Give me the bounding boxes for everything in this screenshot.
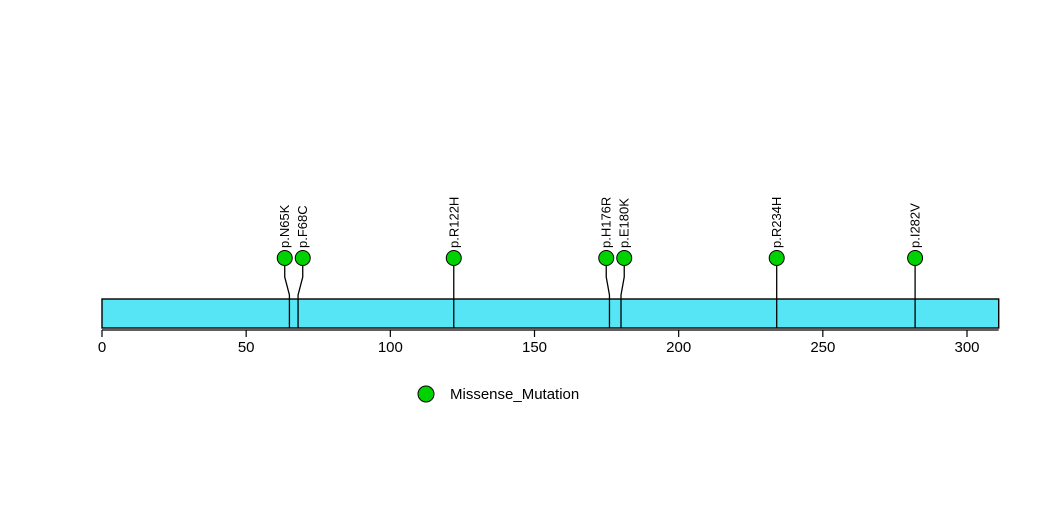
x-axis-tick-label: 100 xyxy=(378,339,403,356)
chart-legend: Missense_Mutation xyxy=(417,385,579,403)
x-axis-group: 0 50 100 150 200 250 300 xyxy=(98,329,999,356)
mutation-label: p.R234H xyxy=(769,197,784,248)
lollipop-stems-group xyxy=(284,258,916,328)
lollipop-marker[interactable] xyxy=(768,250,785,266)
legend-label: Missense_Mutation xyxy=(450,386,579,403)
lollipop-marker[interactable] xyxy=(616,250,633,266)
x-axis-tick-label: 50 xyxy=(238,339,255,356)
lollipop-stem xyxy=(605,258,611,328)
lollipop-marker[interactable] xyxy=(294,250,311,266)
x-axis-tick-label: 0 xyxy=(98,339,106,356)
x-axis-tick-label: 250 xyxy=(810,339,835,356)
lollipop-marker[interactable] xyxy=(598,250,615,266)
lollipop-markers-group xyxy=(276,250,924,266)
mutation-label: p.R122H xyxy=(446,197,461,248)
mutation-label: p.H176R xyxy=(599,197,614,248)
lollipop-stem xyxy=(284,258,291,328)
protein-bar-group xyxy=(101,298,1000,329)
legend-marker-icon xyxy=(417,385,435,403)
mutation-label: p.E180K xyxy=(617,198,632,248)
mutation-label: p.N65K xyxy=(277,204,292,248)
lollipop-marker[interactable] xyxy=(445,250,462,266)
x-axis-tick-label: 150 xyxy=(522,339,547,356)
mutation-label: p.I282V xyxy=(908,203,923,248)
x-axis-tick-label: 200 xyxy=(666,339,691,356)
lollipop-marker[interactable] xyxy=(907,250,924,266)
protein-backbone-bar xyxy=(101,298,1000,329)
lollipop-marker[interactable] xyxy=(276,250,293,266)
lollipop-stem xyxy=(297,258,304,328)
mutation-label: p.F68C xyxy=(295,205,310,248)
lollipop-stem xyxy=(620,258,625,328)
x-axis-tick-label: 300 xyxy=(954,339,979,356)
x-axis-ticks-group: 0 50 100 150 200 250 300 xyxy=(98,330,980,356)
